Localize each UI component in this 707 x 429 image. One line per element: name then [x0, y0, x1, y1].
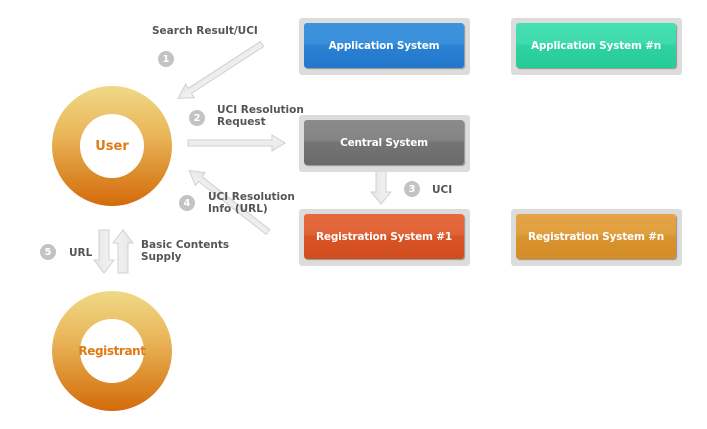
step-4-label-line1: UCI Resolution — [208, 191, 295, 203]
arrow-search-result — [177, 40, 265, 100]
user-label: User — [80, 114, 144, 178]
user-node[interactable]: User — [52, 86, 172, 206]
arrow-uci — [369, 169, 393, 205]
registration-system-1-box[interactable]: Registration System #1 — [304, 214, 464, 259]
application-system-n-box[interactable]: Application System #n — [516, 23, 676, 68]
arrow-basic-contents-supply — [111, 229, 135, 274]
arrow-uci-resolution-info — [188, 169, 271, 236]
step-3-label: UCI — [432, 184, 453, 196]
basic-contents-line1: Basic Contents — [141, 239, 230, 251]
central-system-box[interactable]: Central System — [304, 120, 464, 165]
step-4-label: UCI Resolution Info (URL) — [208, 191, 295, 215]
application-system-box[interactable]: Application System — [304, 23, 464, 68]
step-1-badge: 1 — [158, 51, 174, 67]
step-2-label-line1: UCI Resolution — [217, 104, 304, 116]
basic-contents-line2: Supply — [141, 251, 182, 263]
arrow-url — [92, 229, 116, 274]
basic-contents-label: Basic Contents Supply — [141, 239, 229, 263]
step-5-label: URL — [69, 247, 93, 259]
step-4-badge: 4 — [179, 195, 195, 211]
registration-system-n-box[interactable]: Registration System #n — [516, 214, 676, 259]
step-2-label: UCI Resolution Request — [217, 104, 304, 128]
step-4-label-line2: Info (URL) — [208, 203, 268, 215]
arrow-uci-resolution-request — [187, 134, 286, 152]
step-2-label-line2: Request — [217, 116, 266, 128]
registrant-label: Registrant — [78, 319, 146, 383]
registrant-node[interactable]: Registrant — [52, 291, 172, 411]
step-3-badge: 3 — [404, 181, 420, 197]
step-5-badge: 5 — [40, 244, 56, 260]
step-2-badge: 2 — [189, 110, 205, 126]
step-1-label: Search Result/UCI — [152, 25, 258, 37]
